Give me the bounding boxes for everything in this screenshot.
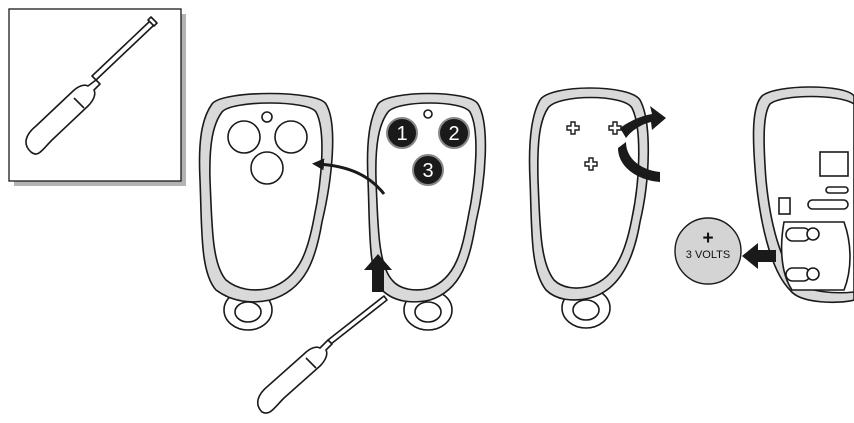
battery-coin-cell: + 3 VOLTS (674, 217, 742, 285)
battery-plus-sign: + (702, 228, 713, 249)
remote-with-buttons: 1 2 3 (366, 92, 487, 331)
screw-cross-icon (566, 121, 622, 171)
remote-front-shell (198, 92, 334, 331)
button-3: 3 (412, 154, 444, 186)
button-2: 2 (438, 117, 470, 149)
battery-voltage-label: 3 VOLTS (686, 249, 730, 261)
screwdriver-icon (256, 295, 388, 414)
button-1-label: 1 (396, 123, 407, 145)
button-2-label: 2 (448, 123, 459, 145)
remote-inside-shell (752, 86, 854, 304)
button-3-label: 3 (422, 160, 433, 182)
tool-box (8, 8, 186, 186)
curved-arrow-icon (312, 158, 386, 195)
button-1: 1 (386, 117, 418, 149)
screwdriver-icon (25, 16, 158, 155)
remote-back-shell (528, 87, 650, 329)
left-arrow-icon (742, 243, 776, 269)
up-arrow-icon (364, 254, 392, 292)
rotate-arrow-icon (618, 106, 666, 182)
